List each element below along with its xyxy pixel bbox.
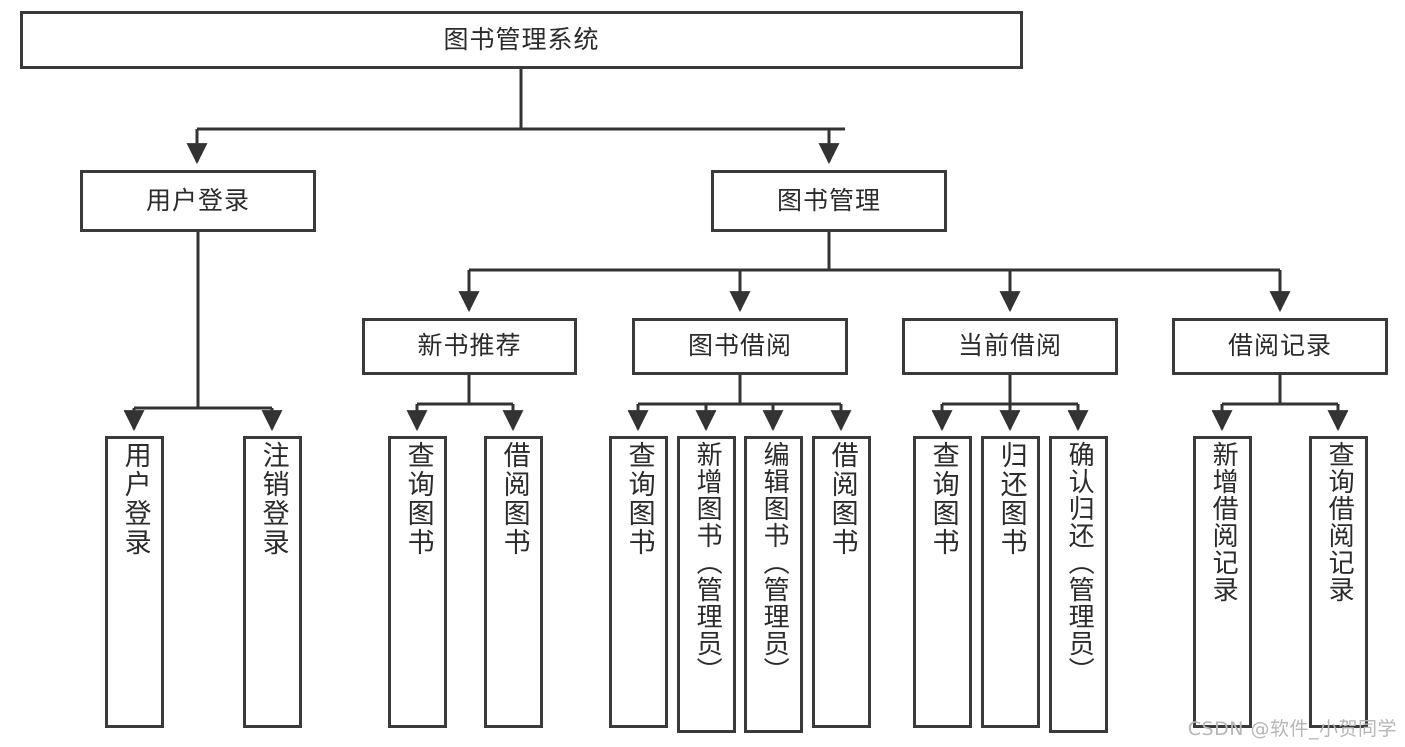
node-book-management[interactable]: 图书管理 bbox=[711, 170, 947, 232]
leaf-record-add-record-label: 新增借阅记录 bbox=[1208, 441, 1239, 603]
leaf-borrow-add-book[interactable]: 新增图书（管理员） bbox=[677, 436, 736, 733]
leaf-borrow-borrow-book[interactable]: 借阅图书 bbox=[812, 436, 871, 728]
node-current-borrow-label: 当前借阅 bbox=[957, 331, 1062, 361]
leaf-borrow-query-book[interactable]: 查询图书 bbox=[609, 436, 668, 728]
node-book-management-label: 图书管理 bbox=[776, 185, 881, 215]
leaf-borrow-add-book-label: 新增图书（管理员） bbox=[692, 441, 723, 684]
leaf-current-confirm-return-label: 确认归还（管理员） bbox=[1064, 441, 1095, 684]
node-new-book-recommend[interactable]: 新书推荐 bbox=[362, 318, 577, 375]
node-borrow-record[interactable]: 借阅记录 bbox=[1172, 318, 1388, 375]
leaf-current-query-book[interactable]: 查询图书 bbox=[913, 436, 972, 728]
node-root[interactable]: 图书管理系统 bbox=[20, 11, 1023, 69]
leaf-current-query-book-label: 查询图书 bbox=[927, 441, 959, 557]
node-user-login[interactable]: 用户登录 bbox=[80, 170, 316, 232]
leaf-current-return-book-label: 归还图书 bbox=[995, 441, 1027, 557]
node-root-label: 图书管理系统 bbox=[443, 24, 600, 54]
node-borrow-record-label: 借阅记录 bbox=[1227, 331, 1332, 361]
leaf-user-login-signin-label: 用户登录 bbox=[119, 441, 151, 557]
node-new-book-recommend-label: 新书推荐 bbox=[417, 331, 522, 361]
leaf-recommend-borrow-book-label: 借阅图书 bbox=[498, 441, 530, 557]
leaf-record-query-record[interactable]: 查询借阅记录 bbox=[1309, 436, 1368, 728]
leaf-borrow-edit-book[interactable]: 编辑图书（管理员） bbox=[744, 436, 803, 733]
leaf-user-login-signin[interactable]: 用户登录 bbox=[105, 436, 164, 728]
leaf-borrow-edit-book-label: 编辑图书（管理员） bbox=[759, 441, 790, 684]
leaf-current-return-book[interactable]: 归还图书 bbox=[981, 436, 1040, 728]
leaf-borrow-borrow-book-label: 借阅图书 bbox=[826, 441, 858, 557]
leaf-recommend-query-book[interactable]: 查询图书 bbox=[388, 436, 447, 728]
node-book-borrow-label: 图书借阅 bbox=[687, 331, 792, 361]
leaf-recommend-borrow-book[interactable]: 借阅图书 bbox=[484, 436, 543, 728]
leaf-current-confirm-return[interactable]: 确认归还（管理员） bbox=[1049, 436, 1108, 733]
leaf-borrow-query-book-label: 查询图书 bbox=[623, 441, 655, 557]
node-user-login-label: 用户登录 bbox=[145, 185, 250, 215]
leaf-user-login-signout-label: 注销登录 bbox=[257, 441, 289, 557]
node-current-borrow[interactable]: 当前借阅 bbox=[902, 318, 1118, 375]
leaf-record-query-record-label: 查询借阅记录 bbox=[1324, 441, 1355, 603]
csdn-watermark: CSDN @软件_小贺同学 bbox=[1187, 718, 1397, 740]
node-book-borrow[interactable]: 图书借阅 bbox=[632, 318, 848, 375]
leaf-user-login-signout[interactable]: 注销登录 bbox=[243, 436, 302, 728]
leaf-recommend-query-book-label: 查询图书 bbox=[402, 441, 434, 557]
leaf-record-add-record[interactable]: 新增借阅记录 bbox=[1193, 436, 1252, 728]
